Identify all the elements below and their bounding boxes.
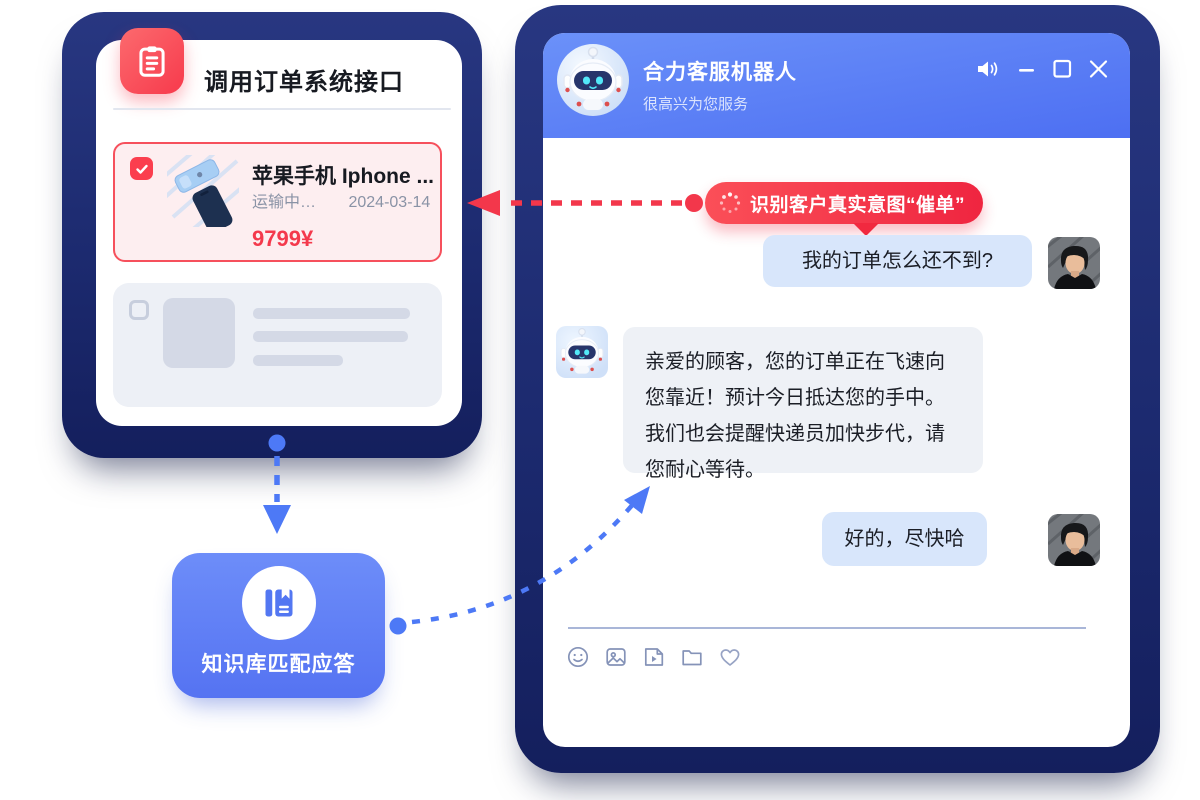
loading-spinner-icon xyxy=(719,192,741,213)
close-button[interactable] xyxy=(1089,57,1108,81)
chat-title: 合力客服机器人 xyxy=(643,61,797,84)
placeholder-bar xyxy=(253,331,408,342)
placeholder-image xyxy=(163,298,235,368)
chat-subtitle: 很高兴为您服务 xyxy=(643,96,749,113)
image-icon[interactable] xyxy=(604,645,628,669)
order-card-selected[interactable]: 苹果手机 Iphone ... 运输中… 2024-03-14 9799¥ xyxy=(113,142,442,262)
product-image xyxy=(167,155,239,227)
video-icon[interactable] xyxy=(642,645,666,669)
order-checkbox-empty[interactable] xyxy=(129,300,149,320)
bot-message-bubble: 亲爱的顾客，您的订单正在飞速向您靠近！预计今日抵达您的手中。我们也会提醒快递员加… xyxy=(623,327,983,481)
placeholder-bar xyxy=(253,308,410,319)
order-meta: 运输中… 2024-03-14 xyxy=(252,188,430,212)
user-message-bubble: 我的订单怎么还不到? xyxy=(763,235,1032,287)
intent-badge-label: 识别客户真实意图“催单” xyxy=(750,194,966,216)
product-title: 苹果手机 Iphone ... xyxy=(252,165,434,188)
placeholder-bar xyxy=(253,355,343,366)
knowledge-base-label: 知识库匹配应答 xyxy=(201,653,356,676)
user-message-bubble: 好的，尽快哈 xyxy=(822,512,987,566)
folder-icon[interactable] xyxy=(680,645,704,669)
chat-toolbar xyxy=(566,645,742,669)
intent-recognition-badge: 识别客户真实意图“催单” xyxy=(705,182,984,224)
order-date: 2024-03-14 xyxy=(348,194,431,211)
panel-divider xyxy=(113,108,451,110)
chat-window: 合力客服机器人 很高兴为您服务 xyxy=(543,33,1130,747)
bot-avatar xyxy=(556,326,608,378)
order-price: 9799¥ xyxy=(252,226,314,251)
order-list-icon xyxy=(120,28,184,94)
badge-pointer xyxy=(853,223,879,236)
order-checkbox-checked[interactable] xyxy=(130,157,153,180)
toolbar-divider xyxy=(568,627,1086,629)
volume-icon[interactable] xyxy=(975,57,1001,81)
knowledge-base-card: 知识库匹配应答 xyxy=(172,553,385,698)
check-icon xyxy=(135,164,148,174)
order-card-placeholder[interactable] xyxy=(113,283,442,407)
panel-title: 调用订单系统接口 xyxy=(204,69,404,96)
bot-avatar xyxy=(557,44,629,116)
maximize-button[interactable] xyxy=(1053,57,1072,81)
emoji-icon[interactable] xyxy=(566,645,590,669)
order-status: 运输中… xyxy=(252,194,317,211)
user-avatar xyxy=(1048,237,1100,289)
chat-header: 合力客服机器人 很高兴为您服务 xyxy=(543,33,1130,138)
knowledge-book-icon xyxy=(241,566,316,640)
user-avatar xyxy=(1048,514,1100,566)
heart-icon[interactable] xyxy=(718,645,742,669)
minimize-button[interactable] xyxy=(1018,57,1036,81)
